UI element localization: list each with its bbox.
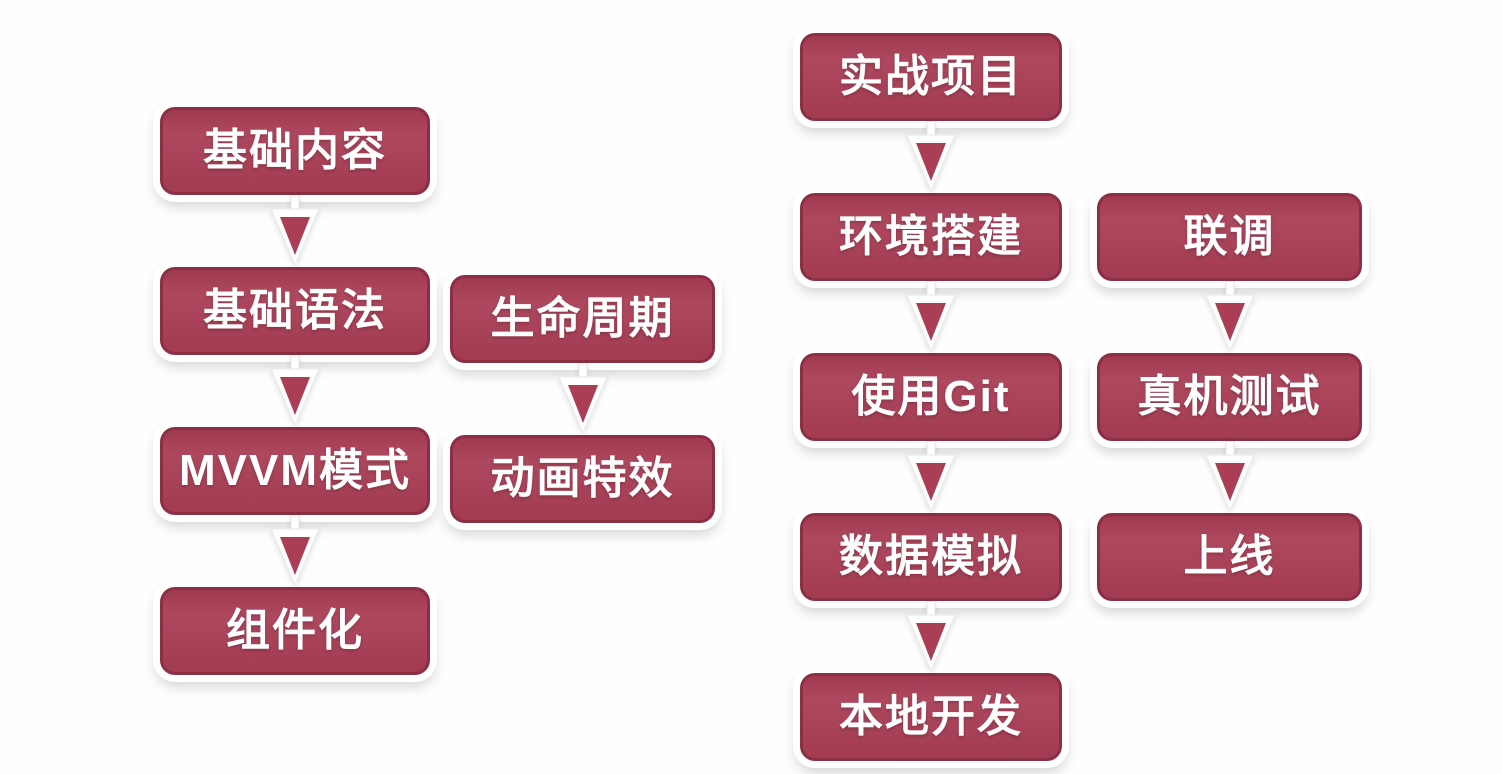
- arrow-down-icon: [270, 355, 320, 426]
- node-animation-effects-label: 动画特效: [490, 454, 675, 503]
- node-real-device-testing-label: 真机测试: [1137, 372, 1322, 421]
- arrow-down-icon: [906, 121, 956, 192]
- node-local-development: 本地开发: [800, 673, 1062, 761]
- node-real-device-testing: 真机测试: [1097, 353, 1362, 441]
- arrow-down-icon: [906, 441, 956, 512]
- arrow-down-icon: [1204, 441, 1255, 512]
- node-use-git-label: 使用Git: [851, 372, 1011, 421]
- node-environment-setup-label: 环境搭建: [839, 212, 1023, 261]
- arrow-down-icon: [557, 363, 608, 434]
- node-basic-syntax-label: 基础语法: [203, 286, 387, 335]
- arrow-down-icon: [270, 195, 320, 266]
- node-mvvm-pattern-label: MVVM模式: [179, 446, 411, 495]
- node-go-live-label: 上线: [1183, 532, 1276, 581]
- node-joint-debugging-label: 联调: [1183, 212, 1276, 261]
- node-componentization: 组件化: [160, 587, 430, 675]
- column-project: 实战项目 环境搭建 使用Git 数据模拟: [800, 33, 1062, 761]
- arrow-down-icon: [906, 281, 956, 352]
- node-practical-project-label: 实战项目: [839, 52, 1023, 101]
- node-mvvm-pattern: MVVM模式: [160, 427, 430, 515]
- node-basic-syntax: 基础语法: [160, 267, 430, 355]
- node-local-development-label: 本地开发: [839, 692, 1023, 741]
- arrow-down-icon: [906, 601, 956, 672]
- arrow-down-icon: [1204, 281, 1255, 352]
- node-go-live: 上线: [1097, 513, 1362, 601]
- node-environment-setup: 环境搭建: [800, 193, 1062, 281]
- column-launch: 联调 真机测试 上线: [1097, 193, 1362, 601]
- node-use-git: 使用Git: [800, 353, 1062, 441]
- column-basics: 基础内容 基础语法 MVVM模式 组件化: [160, 107, 430, 675]
- node-animation-effects: 动画特效: [450, 435, 715, 523]
- node-componentization-label: 组件化: [226, 606, 364, 655]
- column-view-topics: 生命周期 动画特效: [450, 275, 715, 523]
- node-joint-debugging: 联调: [1097, 193, 1362, 281]
- arrow-down-icon: [270, 515, 320, 586]
- node-lifecycle-label: 生命周期: [490, 294, 675, 343]
- node-basic-content-label: 基础内容: [203, 126, 387, 175]
- node-practical-project: 实战项目: [800, 33, 1062, 121]
- node-data-mock-label: 数据模拟: [839, 532, 1023, 581]
- node-basic-content: 基础内容: [160, 107, 430, 195]
- node-data-mock: 数据模拟: [800, 513, 1062, 601]
- node-lifecycle: 生命周期: [450, 275, 715, 363]
